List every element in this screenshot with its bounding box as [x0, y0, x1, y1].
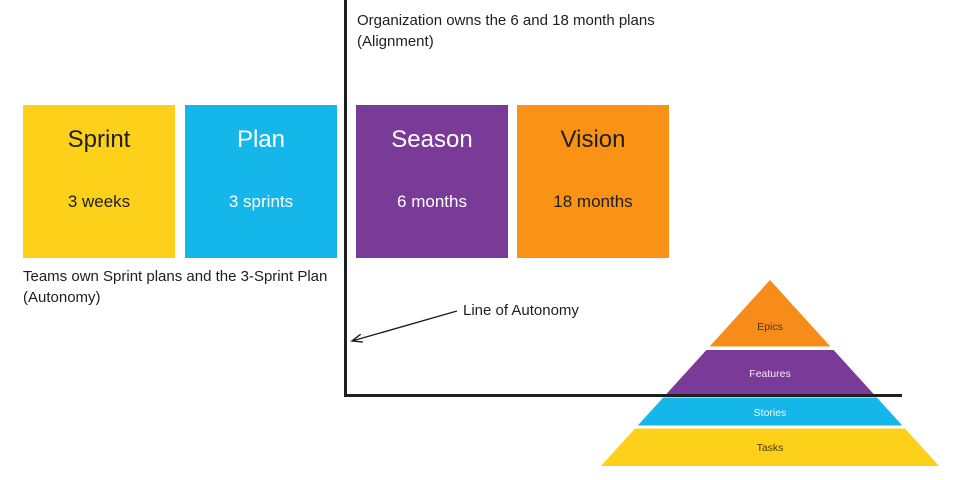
alignment-divider-vertical-line [344, 0, 347, 397]
season-box: Season 6 months [356, 105, 508, 258]
vision-box: Vision 18 months [517, 105, 669, 258]
plan-box-title: Plan [236, 126, 286, 153]
line-of-autonomy-arrow-icon [350, 310, 458, 343]
season-box-duration: 6 months [397, 192, 467, 211]
alignment-annotation-line2: (Alignment) [357, 33, 434, 50]
pyramid-layer-epics [709, 280, 831, 347]
pyramid-label-epics: Epics [757, 321, 783, 333]
pyramid-layer-features [666, 350, 874, 394]
sprint-box-title: Sprint [67, 126, 131, 153]
plan-box-duration: 3 sprints [228, 192, 294, 211]
pyramid-layer-tasks [600, 428, 940, 466]
sprint-box-duration: 3 weeks [67, 192, 131, 211]
backlog-pyramid: Epics Features Stories Tasks [600, 280, 940, 466]
vision-box-title: Vision [560, 126, 626, 153]
pyramid-label-features: Features [749, 368, 790, 380]
season-box-title: Season [391, 126, 473, 153]
pyramid-label-stories: Stories [754, 407, 787, 419]
vision-box-duration: 18 months [553, 192, 633, 211]
autonomy-annotation-line2: (Autonomy) [23, 289, 101, 306]
alignment-annotation-line1: Organization owns the 6 and 18 month pla… [357, 12, 655, 29]
plan-box: Plan 3 sprints [185, 105, 337, 258]
line-of-autonomy-horizontal-line [344, 394, 902, 397]
alignment-annotation: Organization owns the 6 and 18 month pla… [357, 10, 655, 52]
sprint-box: Sprint 3 weeks [23, 105, 175, 258]
arrow-head [350, 333, 363, 343]
arrow-shaft [351, 310, 458, 342]
line-of-autonomy-label: Line of Autonomy [463, 302, 579, 319]
pyramid-layer-stories [637, 397, 903, 426]
autonomy-annotation: Teams own Sprint plans and the 3-Sprint … [23, 266, 327, 308]
autonomy-annotation-line1: Teams own Sprint plans and the 3-Sprint … [23, 268, 328, 285]
pyramid-label-tasks: Tasks [757, 442, 784, 454]
